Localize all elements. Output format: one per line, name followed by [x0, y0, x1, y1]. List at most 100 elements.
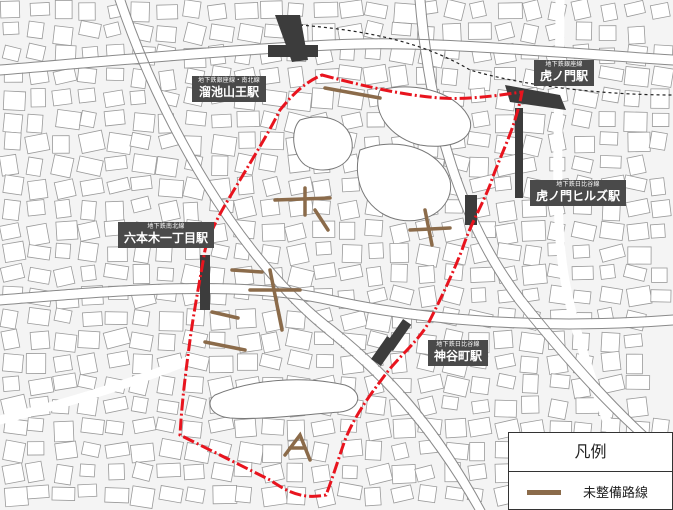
- city-block: [80, 441, 102, 459]
- city-block: [570, 0, 592, 21]
- city-block: [258, 352, 283, 371]
- city-block: [627, 25, 646, 45]
- station-label-toranomon-hills[interactable]: 地下鉄日比谷線 虎ノ門ヒルズ駅: [530, 180, 627, 206]
- city-block: [414, 464, 436, 483]
- city-block: [26, 113, 44, 134]
- city-block: [285, 310, 307, 330]
- city-block: [77, 129, 106, 155]
- city-block: [25, 42, 47, 62]
- city-block: [312, 262, 337, 280]
- city-block: [444, 485, 466, 502]
- city-block: [77, 483, 98, 498]
- city-block: [520, 23, 540, 45]
- city-block: [208, 415, 235, 434]
- city-block: [496, 372, 517, 390]
- city-block: [316, 353, 334, 369]
- city-block: [158, 485, 184, 504]
- city-block: [262, 176, 282, 198]
- city-block: [625, 374, 651, 390]
- city-block: [650, 289, 672, 303]
- city-block: [155, 25, 177, 44]
- city-block: [233, 195, 257, 220]
- city-block: [2, 112, 24, 134]
- city-block: [494, 222, 519, 246]
- city-block: [234, 2, 259, 20]
- city-block: [76, 352, 99, 376]
- city-block: [519, 355, 539, 375]
- city-block: [105, 200, 125, 222]
- city-block: [389, 284, 415, 306]
- city-block: [393, 2, 420, 25]
- city-block: [30, 88, 46, 108]
- city-block: [104, 419, 125, 436]
- city-block: [76, 155, 104, 177]
- city-block: [389, 242, 410, 264]
- city-block: [156, 374, 176, 396]
- city-block: [2, 240, 27, 264]
- city-block: [366, 286, 388, 305]
- city-block: [129, 174, 153, 192]
- station-name-text: 溜池山王駅: [199, 84, 260, 99]
- city-block: [570, 220, 598, 242]
- city-block: [626, 353, 643, 375]
- city-block: [55, 108, 82, 131]
- city-block: [237, 353, 258, 371]
- city-block: [338, 0, 365, 19]
- city-block: [80, 264, 97, 282]
- city-block: [337, 199, 361, 222]
- city-block: [234, 418, 258, 439]
- city-block: [0, 308, 19, 330]
- city-block: [158, 437, 185, 461]
- city-block: [104, 154, 128, 172]
- city-block: [467, 22, 492, 40]
- city-block: [341, 438, 364, 458]
- city-block: [26, 417, 45, 433]
- city-block: [443, 0, 466, 22]
- legend-swatch: [527, 490, 561, 495]
- city-block: [158, 69, 177, 92]
- city-block: [623, 66, 651, 88]
- city-block: [627, 131, 651, 153]
- city-block: [27, 244, 52, 261]
- city-block: [650, 223, 666, 239]
- city-block: [236, 175, 255, 196]
- city-block: [417, 484, 438, 504]
- city-block: [209, 23, 235, 43]
- city-block: [2, 353, 24, 374]
- city-block: [315, 241, 332, 256]
- city-block: [27, 178, 49, 201]
- station-label-tameike-sanno[interactable]: 地下鉄銀座線・南北線 溜池山王駅: [192, 76, 267, 102]
- city-block: [336, 481, 363, 501]
- city-block: [129, 89, 147, 106]
- station-label-toranomon[interactable]: 地下鉄銀座線 虎ノ門駅: [534, 60, 595, 86]
- city-block: [518, 331, 546, 355]
- city-block: [626, 221, 650, 242]
- city-block: [156, 267, 175, 282]
- city-block: [130, 195, 152, 214]
- city-block: [286, 242, 310, 267]
- city-block: [470, 87, 487, 104]
- city-block: [0, 328, 21, 351]
- city-block: [27, 266, 52, 285]
- station-label-kamiyacho[interactable]: 地下鉄日比谷線 神谷町駅: [428, 340, 489, 366]
- city-block: [260, 0, 283, 19]
- city-block: [156, 462, 182, 478]
- city-block: [650, 65, 673, 88]
- city-block: [599, 220, 625, 242]
- city-block: [600, 2, 619, 23]
- city-block: [261, 223, 286, 242]
- city-block: [286, 90, 313, 112]
- city-block: [102, 395, 129, 414]
- city-block: [311, 464, 332, 484]
- city-block: [521, 0, 543, 22]
- city-block: [365, 394, 387, 416]
- station-line-text: 地下鉄日比谷線: [436, 341, 480, 348]
- city-block: [183, 375, 204, 394]
- city-block: [392, 417, 417, 439]
- station-label-roppongi-itchome[interactable]: 地下鉄南北線 六本木一丁目駅: [118, 222, 215, 248]
- city-block: [76, 220, 101, 242]
- city-block: [26, 222, 51, 247]
- legend-item-label: 未整備路線: [583, 486, 649, 501]
- city-block: [650, 199, 672, 219]
